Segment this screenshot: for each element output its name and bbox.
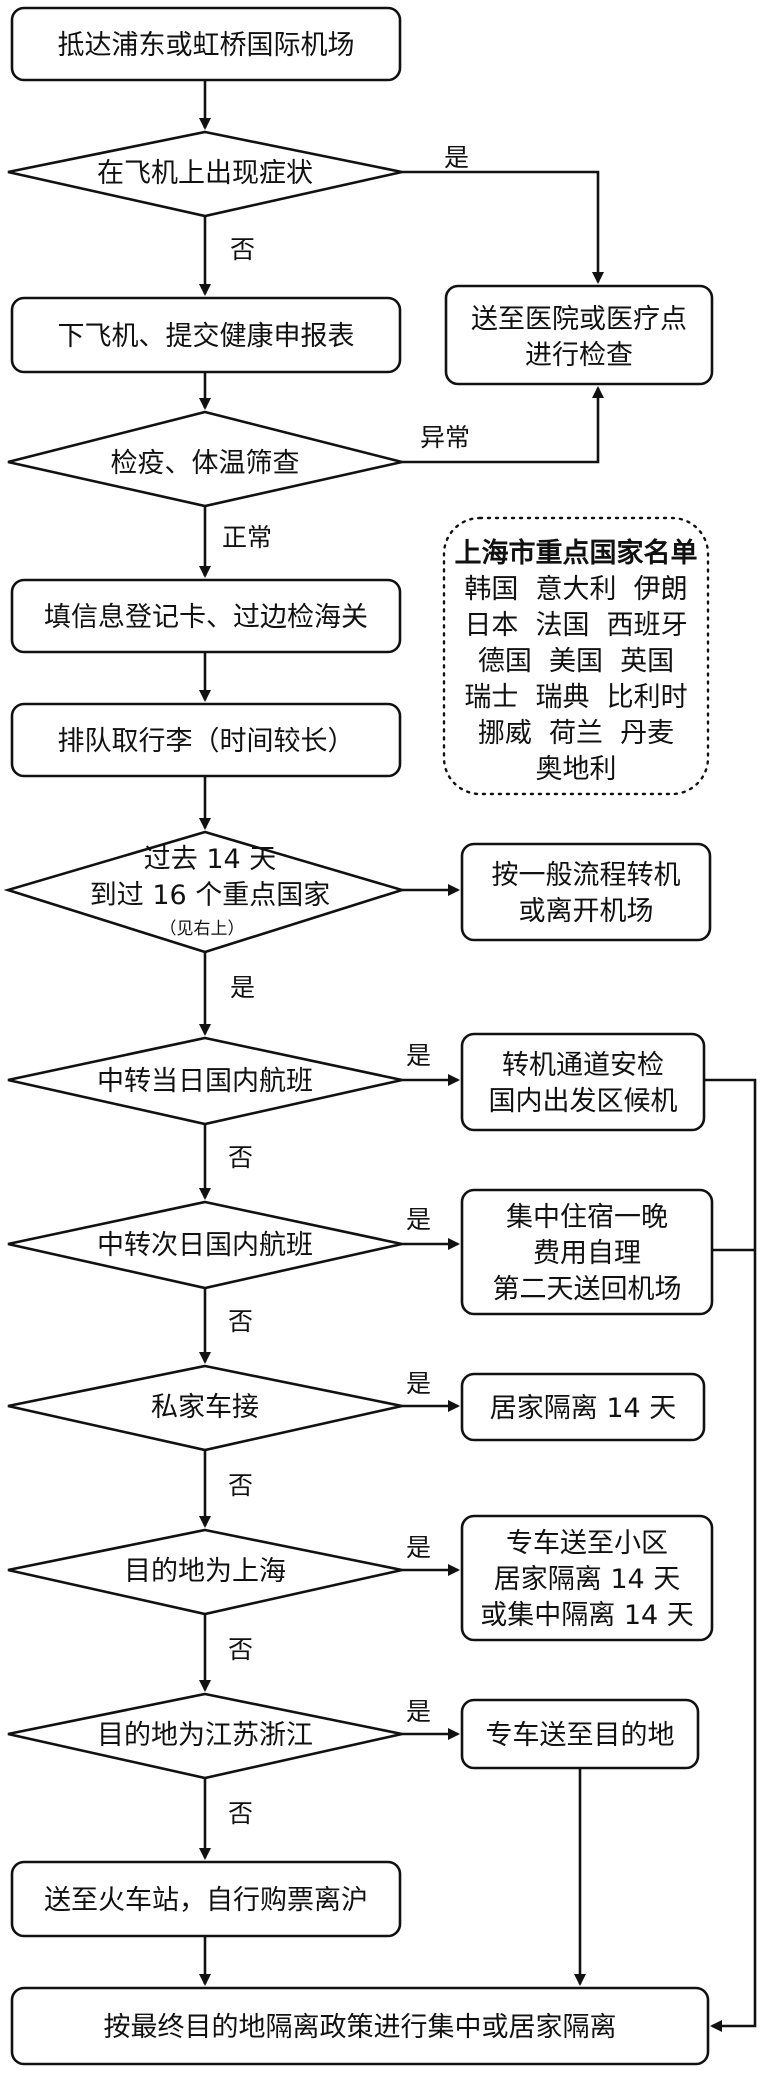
decision-private-car: 私家车接 <box>7 1364 403 1452</box>
decision-shanghai-text: 目的地为上海 <box>124 1556 286 1587</box>
label-yes-shanghai: 是 <box>406 1533 431 1562</box>
node-normal-transfer-line2: 或离开机场 <box>519 896 654 927</box>
decision-quarantine-check: 检疫、体温筛查 <box>7 410 403 508</box>
country-list-row: 韩国 意大利 伊朗 <box>464 574 687 605</box>
node-transfer-security-line2: 国内出发区候机 <box>489 1086 678 1117</box>
decision-quarantine-check-text: 检疫、体温筛查 <box>111 448 300 479</box>
decision-symptoms-text: 在飞机上出现症状 <box>97 158 313 189</box>
node-shuttle-community-line1: 专车送至小区 <box>506 1528 668 1559</box>
country-list-title: 上海市重点国家名单 <box>455 537 698 569</box>
decision-next-day-text: 中转次日国内航班 <box>97 1230 313 1261</box>
node-baggage-text: 排队取行李（时间较长） <box>58 726 355 757</box>
country-list-row: 奥地利 <box>536 754 617 785</box>
decision-visited-line1: 过去 14 天 <box>144 844 277 875</box>
node-deplane: 下飞机、提交健康申报表 <box>10 296 402 374</box>
node-arrive: 抵达浦东或虹桥国际机场 <box>10 6 402 82</box>
edge-labels: 是 否 异常 正常 是 是 否 是 否 是 否 是 否 是 否 <box>222 143 470 1828</box>
edge-right-to-final <box>704 1078 757 2032</box>
decision-jiangsu-zhejiang-text: 目的地为江苏浙江 <box>97 1720 313 1751</box>
node-transfer-security: 转机通道安检 国内出发区候机 <box>460 1032 706 1132</box>
label-yes-symptoms: 是 <box>444 143 469 172</box>
label-normal: 正常 <box>222 523 272 552</box>
node-final: 按最终目的地隔离政策进行集中或居家隔离 <box>10 1986 710 2066</box>
decision-same-day-text: 中转当日国内航班 <box>97 1066 313 1097</box>
node-shuttle-destination-text: 专车送至目的地 <box>486 1720 675 1751</box>
node-shuttle-community-line2: 居家隔离 14 天 <box>494 1564 681 1595</box>
node-baggage: 排队取行李（时间较长） <box>10 702 402 778</box>
label-no-symptoms: 否 <box>230 235 255 264</box>
decision-symptoms: 在飞机上出现症状 <box>7 130 403 218</box>
decision-visited-countries: 过去 14 天 到过 16 个重点国家 （见右上） <box>3 830 407 954</box>
node-overnight-line2: 费用自理 <box>533 1238 641 1269</box>
label-yes-nextday: 是 <box>406 1205 431 1234</box>
node-normal-transfer-line1: 按一般流程转机 <box>492 860 681 891</box>
node-home-isolation: 居家隔离 14 天 <box>460 1372 706 1442</box>
label-abnormal: 异常 <box>420 423 470 452</box>
country-list-row: 瑞士 瑞典 比利时 <box>464 682 687 713</box>
node-fill-card-text: 填信息登记卡、过边检海关 <box>44 602 368 633</box>
edge-check-hospital <box>402 386 604 464</box>
label-no-shanghai: 否 <box>228 1635 253 1664</box>
decision-visited-line2: 到过 16 个重点国家 <box>90 880 331 911</box>
decision-private-car-text: 私家车接 <box>151 1392 259 1423</box>
country-list-box: 上海市重点国家名单 韩国 意大利 伊朗 日本 法国 西班牙 德国 美国 英国 瑞… <box>442 516 710 796</box>
node-transfer-security-line1: 转机通道安检 <box>502 1050 664 1081</box>
node-deplane-text: 下飞机、提交健康申报表 <box>58 321 355 352</box>
node-hospital-line1: 送至医院或医疗点 <box>471 304 687 335</box>
label-no-nextday: 否 <box>228 1307 253 1336</box>
decision-shanghai: 目的地为上海 <box>7 1528 403 1616</box>
label-no-jzz: 否 <box>228 1799 253 1828</box>
node-arrive-text: 抵达浦东或虹桥国际机场 <box>58 30 355 61</box>
country-list-row: 日本 法国 西班牙 <box>464 610 687 641</box>
country-list-row: 德国 美国 英国 <box>478 646 674 677</box>
node-fill-card: 填信息登记卡、过边检海关 <box>10 578 402 654</box>
node-train-station: 送至火车站，自行购票离沪 <box>10 1860 402 1938</box>
node-normal-transfer: 按一般流程转机 或离开机场 <box>460 842 712 942</box>
node-shuttle-destination: 专车送至目的地 <box>460 1698 700 1770</box>
node-shuttle-community: 专车送至小区 居家隔离 14 天 或集中隔离 14 天 <box>460 1514 714 1642</box>
node-final-text: 按最终目的地隔离政策进行集中或居家隔离 <box>104 2012 617 2043</box>
decision-same-day: 中转当日国内航班 <box>7 1036 403 1126</box>
decision-visited-line3: （见右上） <box>160 919 245 939</box>
node-home-isolation-text: 居家隔离 14 天 <box>490 1393 677 1424</box>
label-no-private: 否 <box>228 1471 253 1500</box>
node-shuttle-community-line3: 或集中隔离 14 天 <box>480 1600 694 1631</box>
connectors <box>199 80 757 2032</box>
label-no-sameday: 否 <box>228 1143 253 1172</box>
label-yes-private: 是 <box>406 1369 431 1398</box>
node-hospital-line2: 进行检查 <box>525 340 633 371</box>
node-overnight: 集中住宿一晚 费用自理 第二天送回机场 <box>460 1188 714 1316</box>
label-yes-visited: 是 <box>230 973 255 1002</box>
node-hospital: 送至医院或医疗点 进行检查 <box>444 284 714 386</box>
node-overnight-line1: 集中住宿一晚 <box>506 1202 668 1233</box>
label-yes-sameday: 是 <box>406 1041 431 1070</box>
label-yes-jzz: 是 <box>406 1697 431 1726</box>
country-list-row: 挪威 荷兰 丹麦 <box>478 718 674 749</box>
node-train-station-text: 送至火车站，自行购票离沪 <box>44 1885 368 1916</box>
node-overnight-line3: 第二天送回机场 <box>493 1274 682 1305</box>
edge-symptoms-hospital <box>402 170 604 284</box>
decision-jiangsu-zhejiang: 目的地为江苏浙江 <box>7 1692 403 1780</box>
decision-next-day: 中转次日国内航班 <box>7 1200 403 1290</box>
